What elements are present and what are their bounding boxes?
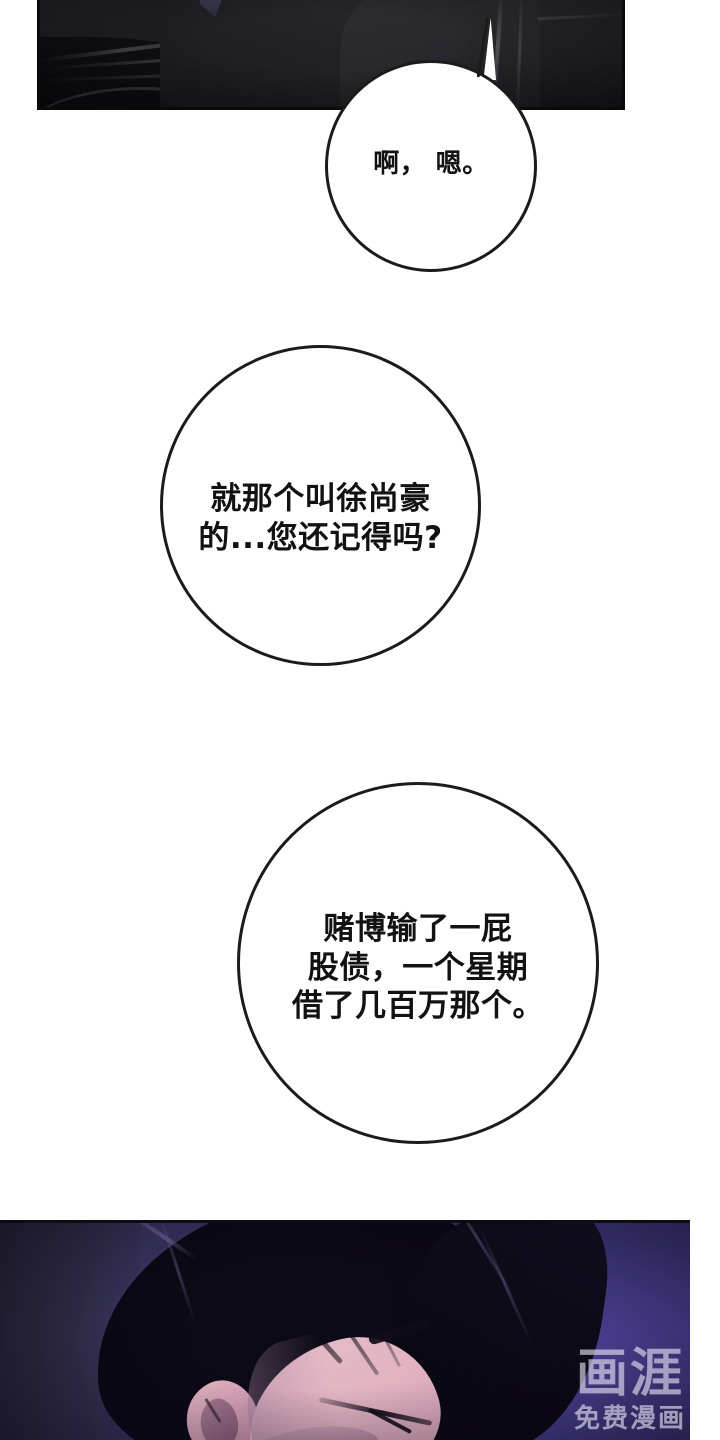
ear-shape	[175, 1370, 269, 1440]
speech-bubble-2: 就那个叫徐尚豪 的...您还记得吗?	[160, 345, 481, 666]
hair-highlight-1	[112, 1223, 198, 1261]
hair-highlight-2	[156, 1223, 196, 1323]
hair-main-shape	[81, 1223, 549, 1440]
speech-bubble-2-text: 就那个叫徐尚豪 的...您还记得吗?	[198, 481, 443, 556]
speech-bubble-3-text: 赌博输了一屁 股债，一个星期 借了几百万那个。	[292, 911, 544, 1025]
watermark-logo: 画涯	[575, 1344, 684, 1404]
panel-top	[37, 0, 625, 110]
speech-bubble-3: 赌博输了一屁 股债，一个星期 借了几百万那个。	[237, 782, 599, 1144]
hair-right-shape	[383, 1223, 617, 1440]
face-shadow	[231, 1332, 355, 1440]
fabric-crease-3	[42, 71, 252, 82]
panel-bottom-glow	[0, 1223, 690, 1440]
eyelid-line	[318, 1397, 433, 1426]
panel-bottom-vignette	[0, 1223, 690, 1440]
hair-over-face-3	[353, 1281, 402, 1368]
fabric-arc	[40, 87, 270, 107]
seat-left-shadow	[40, 37, 300, 107]
panel-bottom-left-shadow	[0, 1223, 140, 1440]
hair-highlight-3	[433, 1223, 517, 1299]
hair-highlight-4	[477, 1224, 533, 1345]
watermark: 画涯 免费漫画	[574, 1348, 686, 1432]
chin-shadow	[227, 1416, 383, 1440]
face-shape	[229, 1319, 456, 1440]
panel-bottom: 画涯 免费漫画	[0, 1220, 690, 1440]
panel-top-vignette	[40, 0, 622, 107]
eyelash-line	[367, 1407, 413, 1435]
fabric-crease-1	[40, 27, 290, 63]
eyebrow-shape	[367, 1318, 431, 1346]
speech-bubble-1: 啊， 嗯。	[325, 60, 537, 272]
seat-left-shape	[40, 0, 350, 107]
ear-inner-shape	[192, 1393, 246, 1440]
panel-top-background	[40, 0, 622, 107]
watermark-subtitle: 免费漫画	[573, 1404, 686, 1434]
necktie-shape	[200, 0, 228, 17]
speech-bubble-1-text: 啊， 嗯。	[373, 148, 489, 179]
background-right-edge	[537, 12, 622, 21]
fabric-crease-2	[46, 50, 276, 71]
hair-over-face-2	[314, 1282, 380, 1376]
ear-detail-line	[204, 1397, 222, 1424]
background-right-shape	[540, 0, 622, 107]
sleeve-fold-2	[515, 0, 524, 107]
hair-over-face-1	[272, 1286, 344, 1365]
